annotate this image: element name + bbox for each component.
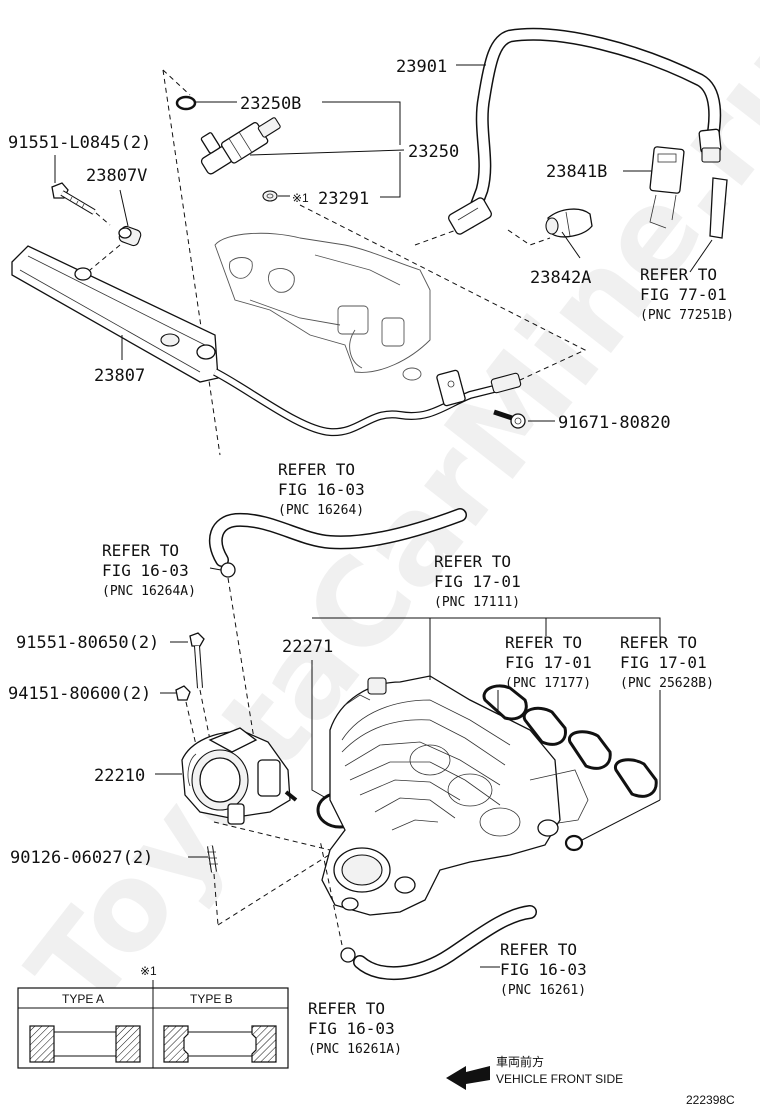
ref-17177: REFER TO FIG 17-01 (PNC 17177) <box>505 633 592 691</box>
connector-23841b <box>649 146 685 229</box>
type-table-marker: ※1 <box>140 964 157 978</box>
svg-text:(PNC 25628B): (PNC 25628B) <box>620 676 714 691</box>
label-91671-80820: 91671-80820 <box>558 413 671 433</box>
label-23291-marker: ※1 <box>292 191 309 205</box>
bolt-91551-80650 <box>189 632 205 689</box>
svg-text:FIG 16-03: FIG 16-03 <box>500 960 587 979</box>
label-90126-06027: 90126-06027(2) <box>10 848 153 868</box>
svg-text:(PNC 16261): (PNC 16261) <box>500 983 586 998</box>
nut-94151-80600 <box>175 685 191 701</box>
label-91551-l0845: 91551-L0845(2) <box>8 133 151 153</box>
label-23250b: 23250B <box>240 94 301 114</box>
ref-25628b: REFER TO FIG 17-01 (PNC 25628B) <box>620 633 714 691</box>
svg-text:(PNC 77251B): (PNC 77251B) <box>640 308 734 323</box>
group-boundary-right <box>299 204 587 381</box>
fuel-delivery-pipe-23807 <box>11 245 522 437</box>
clip-link-line <box>507 229 551 246</box>
label-23291: 23291 <box>318 189 369 209</box>
svg-text:REFER TO: REFER TO <box>278 460 355 479</box>
svg-text:(PNC 16264A): (PNC 16264A) <box>102 584 196 599</box>
spacer-23807v <box>118 225 142 247</box>
label-23807: 23807 <box>94 366 145 386</box>
label-23901: 23901 <box>396 57 447 77</box>
ref-16261: REFER TO FIG 16-03 (PNC 16261) <box>500 940 587 998</box>
svg-text:FIG 17-01: FIG 17-01 <box>505 653 592 672</box>
front-direction-arrow-icon <box>446 1066 490 1090</box>
svg-text:REFER TO: REFER TO <box>640 265 717 284</box>
svg-text:FIG 17-01: FIG 17-01 <box>434 572 521 591</box>
label-23842a: 23842A <box>530 268 591 288</box>
gasket-25628b <box>564 834 584 852</box>
throttle-body-22210 <box>181 727 298 825</box>
svg-text:REFER TO: REFER TO <box>308 999 385 1018</box>
label-22210: 22210 <box>94 766 145 786</box>
svg-text:REFER TO: REFER TO <box>102 541 179 560</box>
type-a-header: TYPE A <box>62 992 104 1006</box>
svg-text:(PNC 16261A): (PNC 16261A) <box>308 1042 402 1057</box>
bolt-91551-l0845 <box>51 182 96 215</box>
label-94151-80600: 94151-80600(2) <box>8 684 151 704</box>
fuel-hose-23901 <box>447 27 722 235</box>
label-91551-80650: 91551-80650(2) <box>16 633 159 653</box>
svg-text:(PNC 17111): (PNC 17111) <box>434 595 520 610</box>
leader-lines <box>54 64 661 968</box>
clip-23842a <box>545 208 593 238</box>
engine-head-ghost <box>214 232 431 381</box>
direction-japanese: 車両前方 <box>496 1054 544 1069</box>
injector-23250 <box>200 117 281 175</box>
ref-16264a: REFER TO FIG 16-03 (PNC 16264A) <box>102 541 196 599</box>
label-23250: 23250 <box>408 142 459 162</box>
group-boundary-tick <box>162 69 191 96</box>
hose-16261 <box>353 905 537 981</box>
direction-english: VEHICLE FRONT SIDE <box>496 1072 623 1086</box>
hose-clip-16264a <box>220 562 236 578</box>
label-22271: 22271 <box>282 637 333 657</box>
svg-text:FIG 16-03: FIG 16-03 <box>102 561 189 580</box>
ref-77251b: REFER TO FIG 77-01 (PNC 77251B) <box>640 265 734 323</box>
svg-text:REFER TO: REFER TO <box>620 633 697 652</box>
insulator-type-table: ※1 TYPE A TYPE B <box>17 964 289 1069</box>
bolt-91671-80820 <box>493 409 526 429</box>
intake-manifold-22271 <box>321 675 589 916</box>
vehicle-front-arrow: 車両前方 VEHICLE FRONT SIDE <box>446 1054 623 1090</box>
ref-16264: REFER TO FIG 16-03 (PNC 16264) <box>278 460 365 518</box>
label-23841b: 23841B <box>546 162 607 182</box>
svg-text:FIG 16-03: FIG 16-03 <box>308 1019 395 1038</box>
manifold-gasket-17177 <box>482 684 658 798</box>
svg-text:REFER TO: REFER TO <box>500 940 577 959</box>
type-b-header: TYPE B <box>190 992 233 1006</box>
ref-17111: REFER TO FIG 17-01 (PNC 17111) <box>434 552 521 610</box>
svg-text:(PNC 17177): (PNC 17177) <box>505 676 591 691</box>
svg-text:FIG 16-03: FIG 16-03 <box>278 480 365 499</box>
insulator-23291 <box>262 190 278 202</box>
diagram-id: 222398C <box>686 1093 735 1107</box>
o-ring-23250b <box>175 95 197 111</box>
svg-text:REFER TO: REFER TO <box>434 552 511 571</box>
ref-16261a: REFER TO FIG 16-03 (PNC 16261A) <box>308 999 402 1057</box>
hose-16264 <box>208 508 467 567</box>
svg-text:FIG 17-01: FIG 17-01 <box>620 653 707 672</box>
fuel-tube-stub <box>709 177 728 239</box>
hose-clip-16261a <box>340 947 356 963</box>
type-b-section-drawing <box>163 1025 277 1063</box>
group-boundary-left <box>162 69 221 456</box>
svg-text:(PNC 16264): (PNC 16264) <box>278 503 364 518</box>
type-a-section-drawing <box>29 1025 141 1063</box>
svg-text:REFER TO: REFER TO <box>505 633 582 652</box>
stud-90126-06027 <box>207 845 218 873</box>
svg-text:FIG 77-01: FIG 77-01 <box>640 285 727 304</box>
label-23807v: 23807V <box>86 166 147 186</box>
